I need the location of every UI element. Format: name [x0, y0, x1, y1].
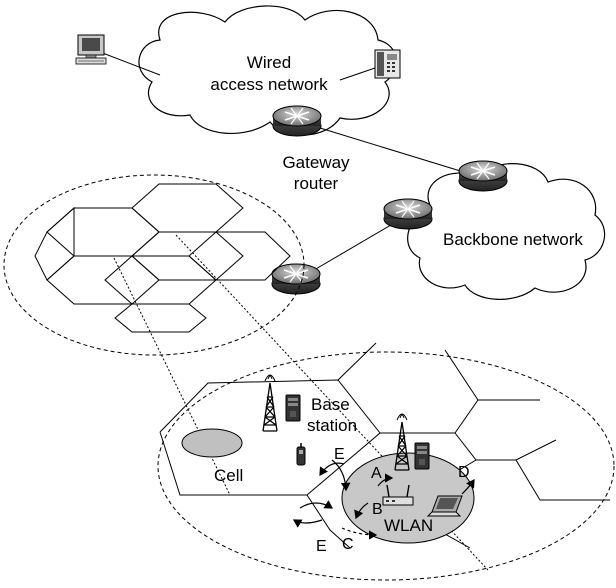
- label-a: A: [371, 465, 382, 482]
- backbone-router-icon: [458, 160, 508, 192]
- gateway-router-icon: [272, 105, 322, 137]
- hexagon-grid: [34, 183, 291, 333]
- gateway-label-line1: Gateway: [282, 153, 350, 172]
- label-e-bottom: E: [316, 538, 327, 555]
- cellular-overview-ellipse: [3, 174, 305, 356]
- laptop-icon: [426, 495, 463, 517]
- backbone-label: Backbone network: [443, 230, 583, 249]
- base-station-server-icon: [285, 394, 301, 422]
- edge-router-icon: [271, 263, 321, 295]
- detail-ellipse: [157, 351, 615, 581]
- label-d: D: [458, 464, 470, 481]
- label-e-top: E: [334, 446, 345, 463]
- base-station-label-line1: Base: [311, 395, 350, 414]
- base-station-label-line2: station: [307, 416, 357, 435]
- label-b: B: [372, 501, 383, 518]
- base-station-tower-icon: [262, 374, 278, 432]
- wired-label-line1: Wired: [247, 53, 291, 72]
- handover-arrows: [292, 459, 475, 540]
- cell-coverage-ellipse: [181, 428, 243, 458]
- server-icon: [414, 442, 430, 470]
- gateway-label-line2: router: [294, 174, 339, 193]
- phone-icon: [374, 49, 401, 79]
- computer-icon: [75, 34, 107, 65]
- cell-label: Cell: [214, 466, 243, 485]
- backbone-router-icon: [383, 198, 433, 230]
- access-point-icon: [382, 484, 414, 506]
- wlan-label: WLAN: [384, 516, 433, 535]
- wired-label-line2: access network: [210, 75, 328, 94]
- label-c: C: [342, 536, 354, 553]
- mobile-phone-icon: [296, 443, 306, 466]
- wired-access-network-cloud: [138, 5, 397, 136]
